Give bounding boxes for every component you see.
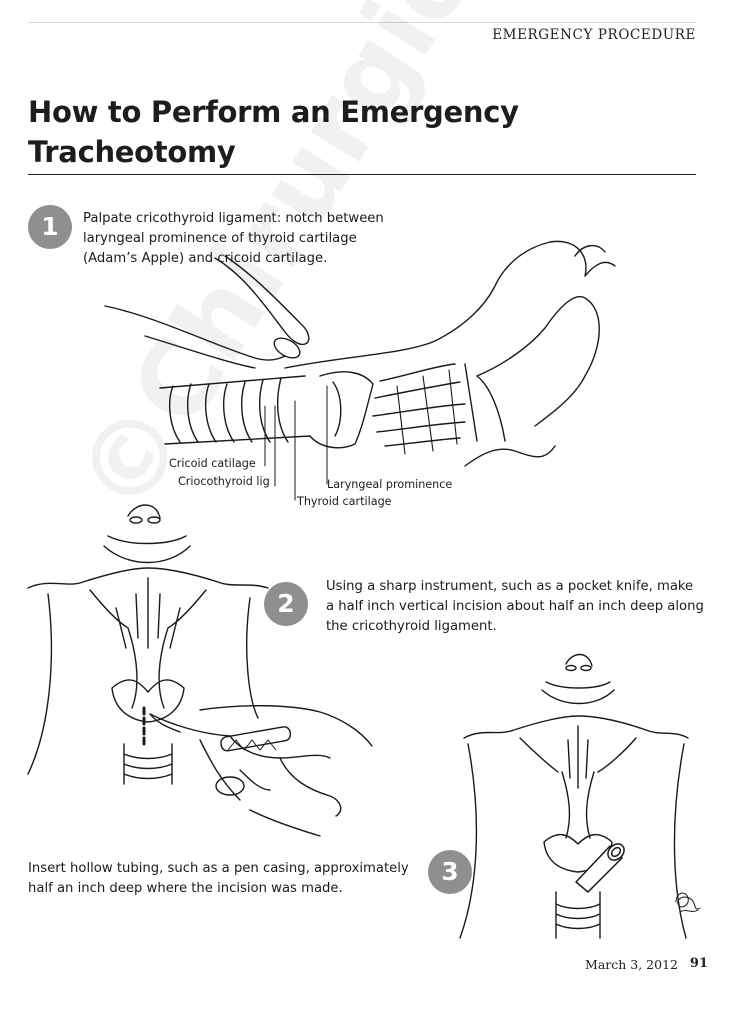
step-3-badge: 3 — [428, 850, 472, 894]
step-1-badge: 1 — [28, 205, 72, 249]
step-2-text: Using a sharp instrument, such as a pock… — [326, 579, 704, 634]
hand-knife-icon — [140, 700, 380, 850]
header-divider — [28, 22, 696, 23]
label-laryngeal: Laryngeal prominence — [327, 478, 453, 491]
front-neck-incision-icon — [28, 498, 388, 840]
title-divider — [28, 174, 696, 175]
footer-date: March 3, 2012 — [585, 957, 678, 972]
label-cricoid: Cricoid catilage — [169, 457, 256, 470]
page-number: 91 — [689, 956, 708, 971]
label-thyroid: Thyroid cartilage — [297, 495, 392, 508]
side-neck-anatomy-icon — [105, 236, 625, 476]
pen-tube-icon — [570, 838, 630, 898]
artist-signature-icon — [672, 882, 706, 920]
step-2-badge: 2 — [264, 582, 308, 626]
section-label: EMERGENCY PROCEDURE — [492, 27, 696, 43]
step-3-text: Insert hollow tubing, such as a pen casi… — [28, 861, 409, 896]
step-1-text: Palpate cricothyroid ligament: notch bet… — [83, 211, 384, 266]
front-neck-tube-icon — [458, 648, 694, 943]
page-title: How to Perform an Emergency Tracheotomy — [28, 95, 519, 169]
label-cricothyroid: Criocothyroid lig — [178, 475, 270, 488]
